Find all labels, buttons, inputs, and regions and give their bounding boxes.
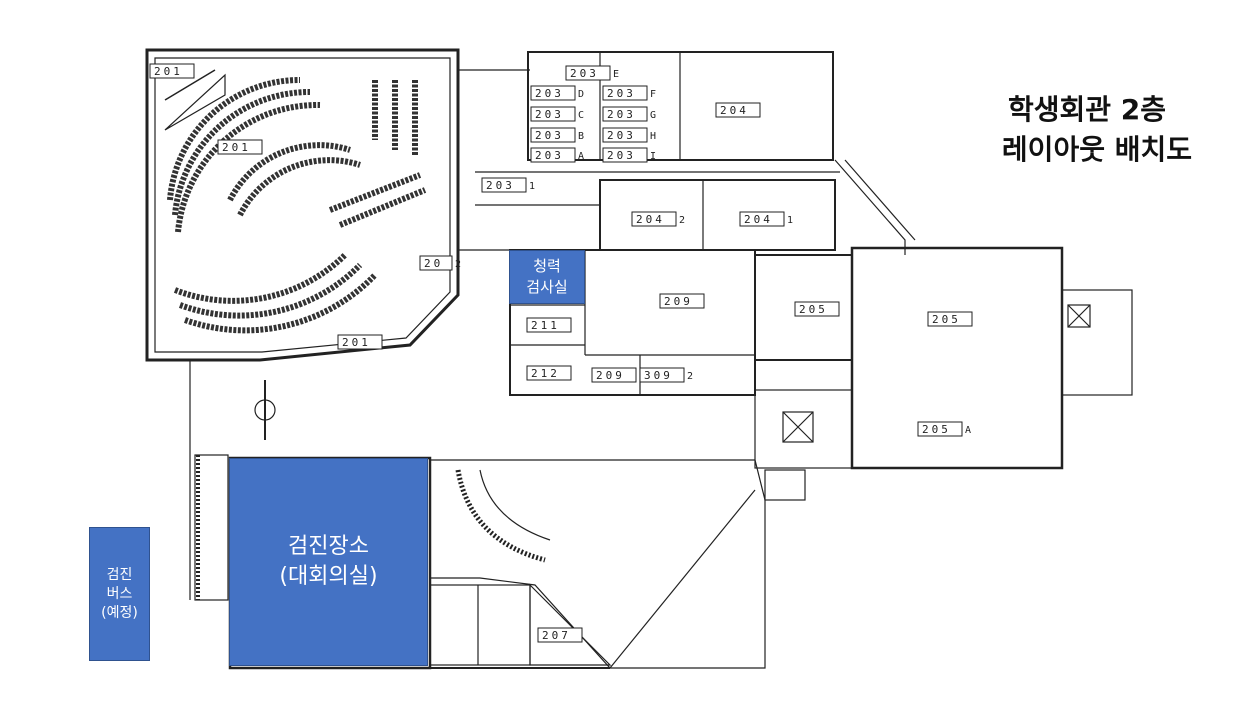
- room-number-r201_bottom: 201: [342, 336, 371, 349]
- room-tag-r205: 205: [927, 311, 973, 327]
- hearing-test-overlay: 청력 검사실: [509, 250, 585, 304]
- hearing-line2: 검사실: [526, 278, 568, 296]
- room-number-r208: 20: [424, 257, 443, 270]
- bus-line2: 버스: [106, 585, 133, 602]
- room-suffix-r203_E: E: [613, 69, 619, 80]
- hearing-line1: 청력: [533, 257, 561, 275]
- room-number-r203_corr: 203: [486, 179, 515, 192]
- room-number-r204: 204: [720, 104, 749, 117]
- room-number-r205: 205: [932, 313, 961, 326]
- room-tag-r204: 204: [715, 102, 761, 118]
- room-number-r203_B: 203: [535, 129, 564, 142]
- room-tag-r203_G: 203 G: [602, 106, 656, 122]
- room-suffix-r203_A: A: [578, 151, 584, 162]
- room-suffix-r204_1: 1: [787, 215, 793, 226]
- room-suffix-r209_2: 2: [687, 371, 693, 382]
- room-number-r212: 212: [531, 367, 560, 380]
- room-tag-r212: 212: [526, 365, 572, 381]
- room-suffix-r203_C: C: [578, 110, 584, 121]
- room-number-r201_main: 201: [222, 141, 251, 154]
- room-suffix-r205_A: A: [965, 425, 971, 436]
- seating-rows: [167, 76, 427, 334]
- room-tag-r209: 209: [659, 293, 705, 309]
- room-number-r209_2: 309: [644, 369, 673, 382]
- room-number-r209: 209: [664, 295, 693, 308]
- room-tag-r201_bottom: 201: [337, 334, 383, 350]
- room-number-r203_H: 203: [607, 129, 636, 142]
- room-suffix-r203_B: B: [578, 131, 584, 142]
- room-suffix-r203_I: I: [650, 151, 656, 162]
- room-number-r203_E: 203: [570, 67, 599, 80]
- room-number-r204_1: 204: [744, 213, 773, 226]
- room-tag-r205_A: 205 A: [917, 421, 971, 437]
- room-tag-r203_E: 203 E: [565, 65, 619, 81]
- plan-title-line2: 레이아웃 배치도: [1001, 133, 1192, 166]
- exam-hall-overlay: 검진장소 (대회의실): [229, 458, 428, 666]
- room-number-r203_C: 203: [535, 108, 564, 121]
- bus-line1: 검진: [106, 566, 133, 583]
- room-number-r201_top: 201: [154, 65, 183, 78]
- room-number-r204_2: 204: [636, 213, 665, 226]
- room-tag-r201_main: 201: [217, 139, 263, 155]
- room-tag-r201_top: 201: [149, 63, 195, 79]
- room-tag-r203_I: 203 I: [602, 147, 656, 163]
- exam-hall-line2: (대회의실): [279, 564, 378, 589]
- room-number-r203_I: 203: [607, 149, 636, 162]
- room-tag-r203_H: 203 H: [602, 127, 656, 143]
- room-tag-r205_small: 205: [794, 301, 840, 317]
- room-tag-r211: 211: [526, 317, 572, 333]
- room-number-r203_F: 203: [607, 87, 636, 100]
- room-tag-r209_1: 209: [591, 367, 637, 383]
- auditorium-wall: [145, 48, 460, 362]
- plan-title-line1: 학생회관 2층: [1007, 93, 1166, 126]
- room-number-r209_1: 209: [596, 369, 625, 382]
- exam-bus-overlay: 검진 버스 (예정): [89, 527, 150, 661]
- room-tag-r203_C: 203 C: [530, 106, 584, 122]
- room-suffix-r208: 2: [455, 259, 461, 270]
- room-number-r207: 207: [542, 629, 571, 642]
- room-number-r211: 211: [531, 319, 560, 332]
- room-suffix-r203_D: D: [578, 89, 584, 100]
- exam-hall-line1: 검진장소: [288, 534, 369, 559]
- room-number-r205_small: 205: [799, 303, 828, 316]
- room-number-r203_G: 203: [607, 108, 636, 121]
- room-tag-r203_F: 203 F: [602, 85, 656, 101]
- room-tag-r209_2: 309 2: [639, 367, 693, 383]
- room-tag-r203_B: 203 B: [530, 127, 584, 143]
- room-tag-r203_D: 203 D: [530, 85, 584, 101]
- bus-line3: (예정): [101, 604, 138, 621]
- room-number-r203_A: 203: [535, 149, 564, 162]
- room-suffix-r203_F: F: [650, 89, 656, 100]
- room-number-r203_D: 203: [535, 87, 564, 100]
- room-number-r205_A: 205: [922, 423, 951, 436]
- room-suffix-r203_corr: 1: [529, 181, 535, 192]
- room-suffix-r203_H: H: [650, 131, 656, 142]
- room-tag-r208: 20 2: [419, 255, 461, 271]
- room-tag-r207: 207: [537, 627, 583, 643]
- room-suffix-r204_2: 2: [679, 215, 685, 226]
- room-tag-r203_A: 203 A: [530, 147, 584, 163]
- room-suffix-r203_G: G: [650, 110, 656, 121]
